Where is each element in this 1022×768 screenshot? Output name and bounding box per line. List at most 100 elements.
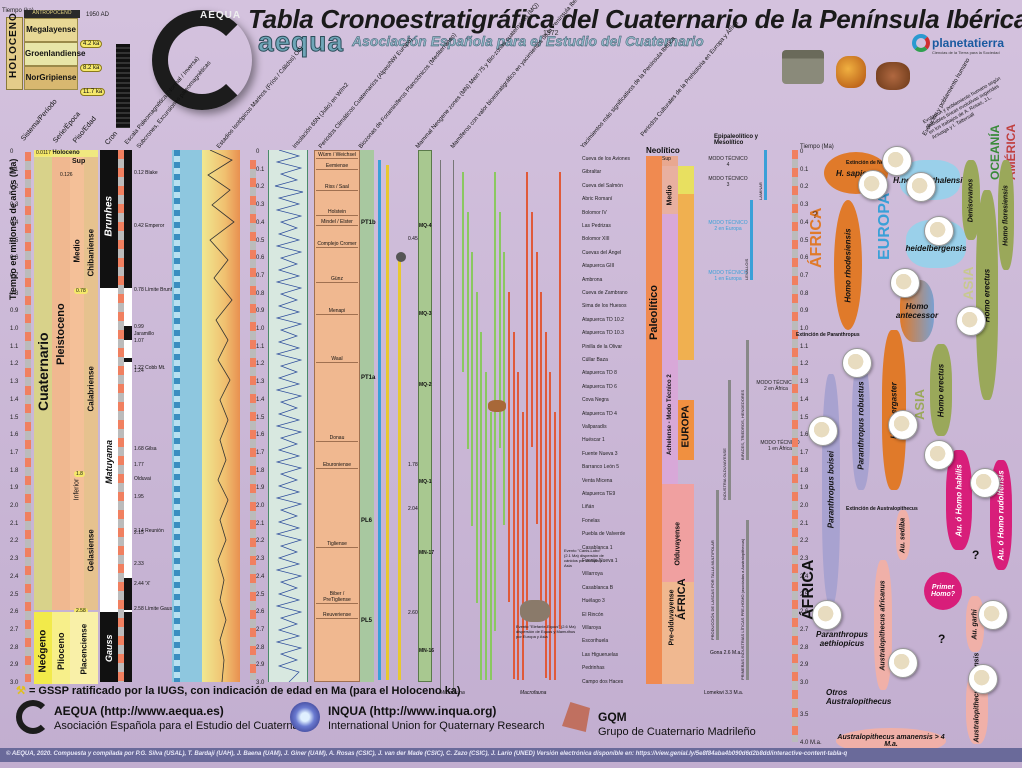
isotope-time-tick: 1.9: [256, 485, 265, 492]
foram-range-bar-2: [386, 165, 389, 680]
climate-period: Eemiense: [316, 163, 358, 170]
isotope-time-tick: 2.1: [256, 520, 265, 527]
floresiensis-label: Homo floresiensis: [1002, 184, 1010, 246]
site-item: Villaroya: [582, 625, 602, 631]
paleomag-event: 0.99: [134, 324, 144, 331]
time-axis-tick: 2.8: [10, 644, 19, 651]
climate-period: Mindel / Elster: [316, 219, 358, 227]
time-axis-tick: 3.0: [10, 680, 19, 686]
industry-label: PRODUCCIÓN DE LASCAS POR TALLA MULTIPOLA…: [710, 540, 715, 640]
time-axis-tick: 2.6: [10, 609, 19, 616]
isotope-curve-chart: [207, 150, 235, 682]
climate-period: Riss / Saal: [316, 184, 358, 191]
time-axis-tick: 2.3: [10, 556, 19, 563]
site-item: Las Pedrizas: [582, 223, 611, 229]
middle-paleolithic-label: Medio: [666, 185, 674, 206]
skull-aethiopicus: [812, 600, 842, 630]
evolution-time-tick: 0: [800, 149, 804, 155]
middle-paleolithic-box: Medio: [662, 166, 678, 214]
region-asia: ASIA: [960, 266, 976, 300]
time-axis-tick: 0.5: [10, 237, 19, 244]
isotope-time-tick: 0.1: [256, 166, 265, 173]
industry-range-bar: [750, 200, 753, 280]
column-pliocene: Plioceno: [52, 612, 70, 684]
site-item: Huéscar 1: [582, 437, 605, 444]
isotope-time-tick: 0.7: [256, 272, 265, 279]
evolution-time-tick: 2.9: [800, 662, 809, 669]
column-placenciense: Placenciense: [70, 612, 98, 684]
column-chron: Brunhes Matuyama Gauss: [100, 150, 118, 682]
mammal-range-bar: [554, 412, 556, 680]
site-item: Cueva del Salmón: [582, 182, 623, 189]
insolation-curve-chart: [274, 150, 304, 682]
sediba-label: Au. sediba: [899, 517, 907, 553]
site-item: Cúllar Baza: [582, 357, 608, 363]
isotope-time-tick: 0.4: [256, 219, 265, 226]
evolution-time-tick: 2.1: [800, 520, 809, 527]
isotope-time-tick: 0.3: [256, 202, 265, 209]
upper-paleolithic-box: Sup: [662, 156, 678, 166]
paleomag-event: 2.58 Límite Gauss/Matuyama: [134, 605, 200, 612]
foram-zone-pt1b: PT1b: [361, 220, 376, 226]
species-paranthropus-robustus: Paranthropus robustus: [852, 360, 870, 490]
footer-inqua-link[interactable]: INQUA (http://www.inqua.org): [328, 704, 497, 718]
species-homo-erectus-asia: Homo erectus: [976, 190, 998, 400]
aequa-logo-text: AEQUA: [200, 10, 242, 21]
evolution-time-tick: 1.8: [800, 467, 809, 474]
site-item: Bolomor XIII: [582, 236, 610, 243]
evolution-time-tick: 1.4: [800, 396, 809, 403]
isotope-time-tick: 1.8: [256, 467, 265, 474]
mammal-range-bar: [540, 292, 543, 601]
evolution-time-tick: 1.1: [800, 343, 809, 350]
header-forams: Biozonas de Foraminíferos Planctónicos (…: [358, 32, 458, 150]
canis-event: Evento "Canis-Lobo" (2.1 Ma) dispersión …: [564, 548, 604, 568]
elephant-equus-event: Evento "Elefante-Equus" (2.6 Ma) dispers…: [516, 624, 576, 639]
isotope-time-tick: 2.8: [256, 644, 265, 651]
species-floresiensis: Homo floresiensis: [998, 160, 1014, 270]
matuyama-label: Matuyama: [104, 439, 114, 484]
mammal-range-bar: [535, 252, 538, 524]
macrofauna-label: Macrofauna: [520, 690, 547, 696]
time-axis-tick: 0.7: [10, 272, 19, 279]
time-axis-tick: 2.0: [10, 503, 19, 509]
holocene-band: Holoceno: [34, 150, 98, 157]
europe-box: EUROPA: [678, 400, 694, 460]
evolution-time-tick: 0.5: [800, 237, 809, 244]
paleomag-event: 2.33: [134, 561, 144, 568]
skull-antecessor-jaw: [890, 268, 920, 298]
lower-paleolithic-box: Achelense - Modo Técnico 2: [662, 214, 678, 484]
mammal-range-bar: [558, 172, 561, 629]
time-axis-tick: 1.6: [10, 432, 19, 439]
stage-groenlandiense: Groenlandiense: [24, 42, 85, 66]
pliocene-label: Plioceno: [56, 632, 66, 670]
isotope-time-tick: 3.0: [256, 680, 265, 686]
footer-aequa-link[interactable]: AEQUA (http://www.aequa.es): [54, 704, 224, 718]
africanus-label: Australopithecus africanus: [879, 579, 887, 671]
skull-neanderthal: [906, 172, 936, 202]
evolution-time-tick: 1.7: [800, 449, 809, 456]
evolution-time-tick: 0.8: [800, 290, 809, 297]
mz-age-0-45: 0.45: [408, 236, 418, 242]
skull-robustus: [842, 348, 872, 378]
homo-erectus-asia-label: Homo erectus: [982, 268, 992, 322]
isotope-time-tick: 2.2: [256, 538, 265, 545]
climate-period: Tigliense: [316, 541, 358, 549]
paleomag-event: 0.42 Emperor: [134, 223, 165, 230]
time-axis-tick: 1.8: [10, 467, 19, 474]
climate-period: Biber / PreTigliense: [316, 591, 358, 604]
microfauna-range: [440, 160, 454, 690]
gauss-label: Gauss: [104, 634, 114, 662]
site-item: Casablanca B: [582, 584, 614, 591]
venus-figurine-image: [836, 56, 866, 88]
oldowan-box: Olduvayense: [662, 484, 694, 582]
foram-range-bar-3: [398, 260, 401, 680]
industry-label: INDUSTRIA OLDUVAYENSE: [722, 448, 727, 500]
technical-mode: MODO TÉCNICO 1 en Europa: [708, 270, 748, 282]
foram-zone-pl5: PL5: [361, 618, 373, 624]
mammal-range-bar: [549, 372, 552, 680]
evolution-time-tick: 2.3: [800, 556, 809, 563]
isotope-time-tick: 0: [256, 149, 260, 155]
site-item: El Rincón: [582, 611, 604, 618]
isotope-time-tick: 2.0: [256, 503, 265, 509]
